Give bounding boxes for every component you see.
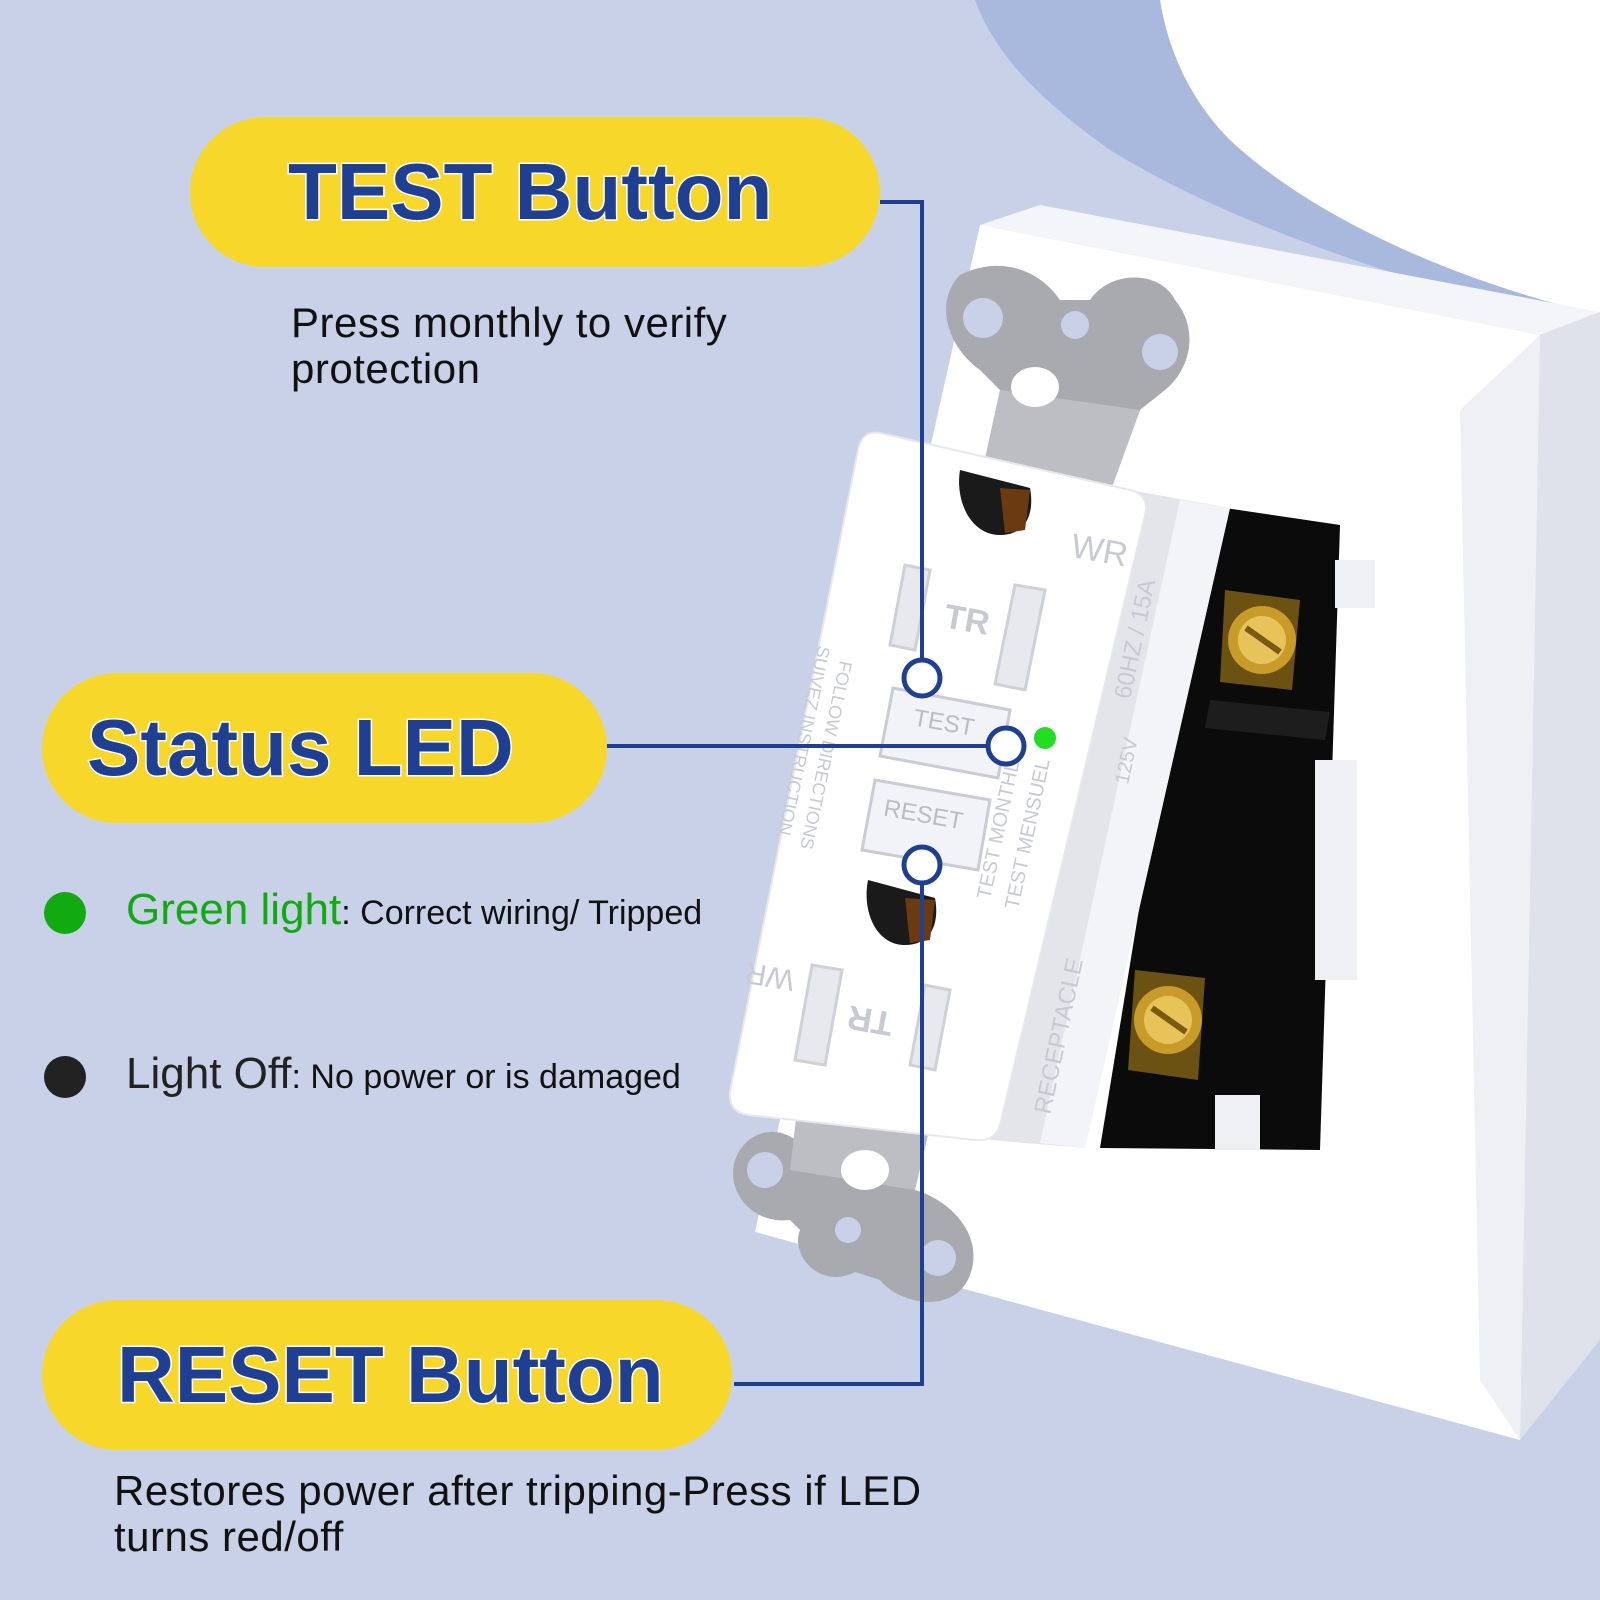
legend-off-key: Light Off (126, 1049, 292, 1098)
outlet-reset-button: RESET (860, 778, 992, 872)
reset-button-description: Restores power after tripping-Press if L… (114, 1467, 922, 1560)
reset-leader-line (734, 865, 924, 1386)
status-led-title: Status LED (86, 702, 516, 794)
leader-lines (607, 200, 988, 1386)
leader-markers (901, 657, 1027, 886)
legend-green-text: Green light: Correct wiring/ Tripped (126, 885, 703, 934)
status-led-callout: Status LED (42, 673, 607, 823)
reset-button-title: RESET Button (116, 1329, 666, 1421)
led-marker (985, 725, 1027, 767)
svg-text:TR: TR (844, 997, 895, 1042)
black-dot-icon (44, 1056, 86, 1098)
test-button-callout: TEST Button (190, 117, 880, 267)
reset-button-callout: RESET Button (42, 1300, 732, 1450)
status-led-light (1034, 727, 1056, 749)
test-marker (901, 657, 943, 699)
outlet-side-edge (1040, 500, 1230, 1148)
reset-marker (901, 844, 943, 886)
test-button-title: TEST Button (286, 146, 773, 238)
green-dot-icon (44, 892, 86, 934)
test-leader-line (880, 200, 924, 678)
terminal-screw-bottom (1128, 970, 1205, 1080)
terminal-screw-top (1220, 590, 1300, 690)
outlet-test-button: TEST (878, 686, 1012, 780)
svg-text:TR: TR (941, 598, 992, 643)
legend-green-desc: Correct wiring/ Tripped (360, 894, 703, 932)
test-button-description: Press monthly to verify protection (291, 299, 728, 392)
legend-off-text: Light Off: No power or is damaged (126, 1049, 681, 1098)
background-white-corner (1160, 0, 1600, 315)
legend-green-key: Green light (126, 885, 342, 934)
legend-off-desc: No power or is damaged (310, 1058, 681, 1096)
